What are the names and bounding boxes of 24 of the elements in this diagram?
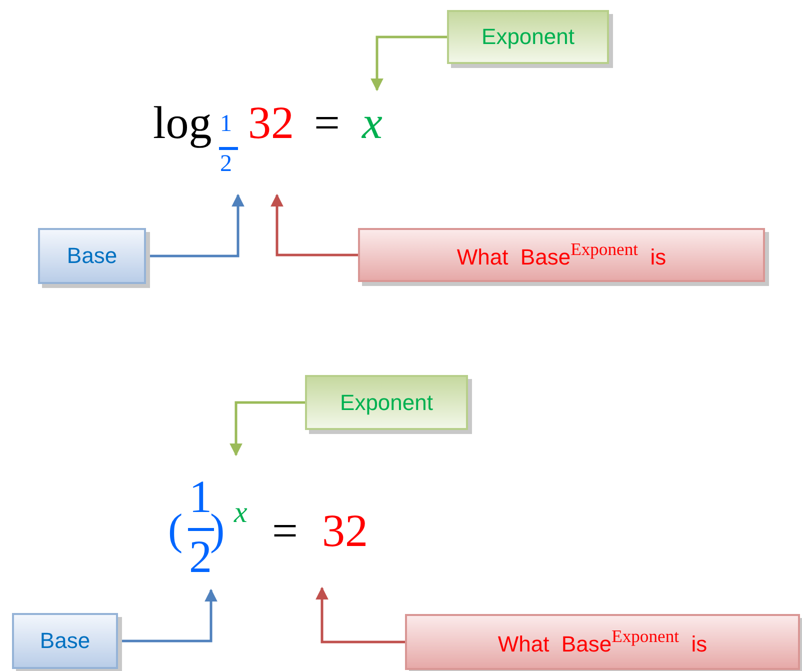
fraction-numerator: 1 — [189, 474, 212, 520]
math-text: log — [153, 100, 212, 146]
box-label: Exponent — [340, 390, 433, 416]
math-variable: x — [362, 100, 382, 146]
parenthesis: ( — [168, 508, 183, 552]
fraction-numerator: 1 — [220, 112, 232, 136]
arrow — [316, 586, 405, 644]
box-label: Base — [66, 243, 118, 269]
math-number: 32 — [248, 100, 294, 146]
arrow — [230, 401, 305, 456]
fraction-denominator: 2 — [189, 534, 212, 580]
parenthesis: ) — [210, 508, 225, 552]
arrow — [270, 194, 358, 256]
box-label: What Base$^{Exponent}$ is — [456, 239, 666, 271]
label-box — [405, 614, 800, 670]
box-label: Base — [40, 628, 90, 654]
math-number: 32 — [322, 508, 368, 554]
fraction-denominator: 2 — [220, 152, 232, 176]
equals-sign: = — [272, 508, 298, 554]
arrow — [370, 36, 447, 92]
equals-sign: = — [314, 100, 340, 146]
box-label: Exponent — [482, 24, 574, 50]
box-label: What Base$^{Exponent}$ is — [498, 626, 708, 658]
math-variable: x — [234, 498, 248, 528]
